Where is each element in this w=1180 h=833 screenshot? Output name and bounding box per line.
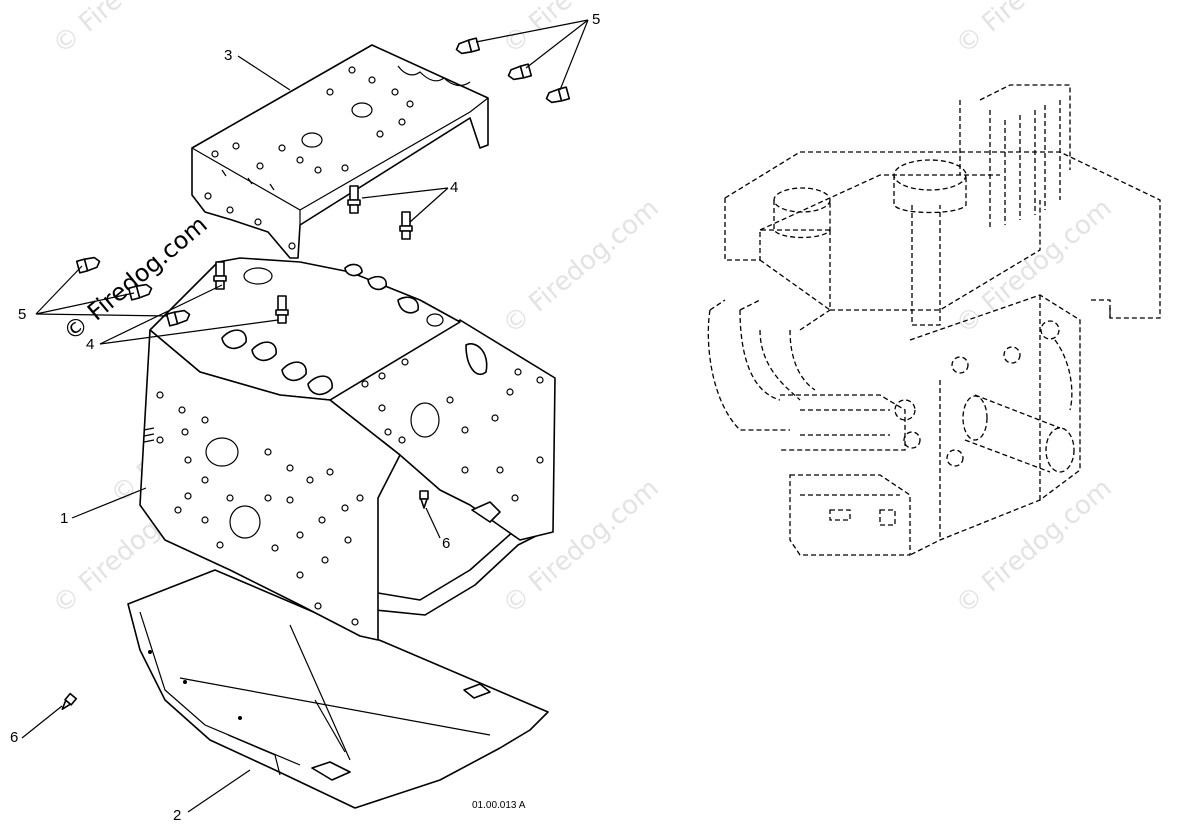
- watermark: © Firedog.com: [950, 0, 1117, 60]
- callout-5-left: 5: [18, 306, 26, 323]
- callout-3: 3: [224, 47, 232, 64]
- watermark: © Firedog.com: [47, 0, 214, 60]
- watermark: © Firedog.com: [950, 473, 1117, 620]
- callout-4-left: 4: [86, 336, 94, 353]
- bolts: [75, 37, 571, 327]
- top-bracket: [191, 44, 489, 259]
- callout-6-left: 6: [10, 729, 18, 746]
- callout-1: 1: [60, 510, 68, 527]
- engine-phantom: [707, 84, 1161, 556]
- callout-4-top: 4: [450, 179, 458, 196]
- drawing-code: 01.00.013 A: [472, 800, 526, 811]
- watermark: © Firedog.com: [497, 0, 664, 60]
- callout-6-right: 6: [442, 535, 450, 552]
- callout-5-top: 5: [592, 11, 600, 28]
- screw: [61, 490, 429, 710]
- leader-lines: [21, 19, 589, 813]
- callouts: 3 5 4 5 4 1 6 6 2: [10, 11, 600, 824]
- studs: [213, 185, 413, 324]
- frame-housing: [139, 257, 556, 641]
- bottom-cover-plate: [127, 569, 549, 809]
- callout-2: 2: [173, 807, 181, 824]
- watermark: © Firedog.com: [950, 193, 1117, 340]
- watermark: © Firedog.com: [497, 193, 664, 340]
